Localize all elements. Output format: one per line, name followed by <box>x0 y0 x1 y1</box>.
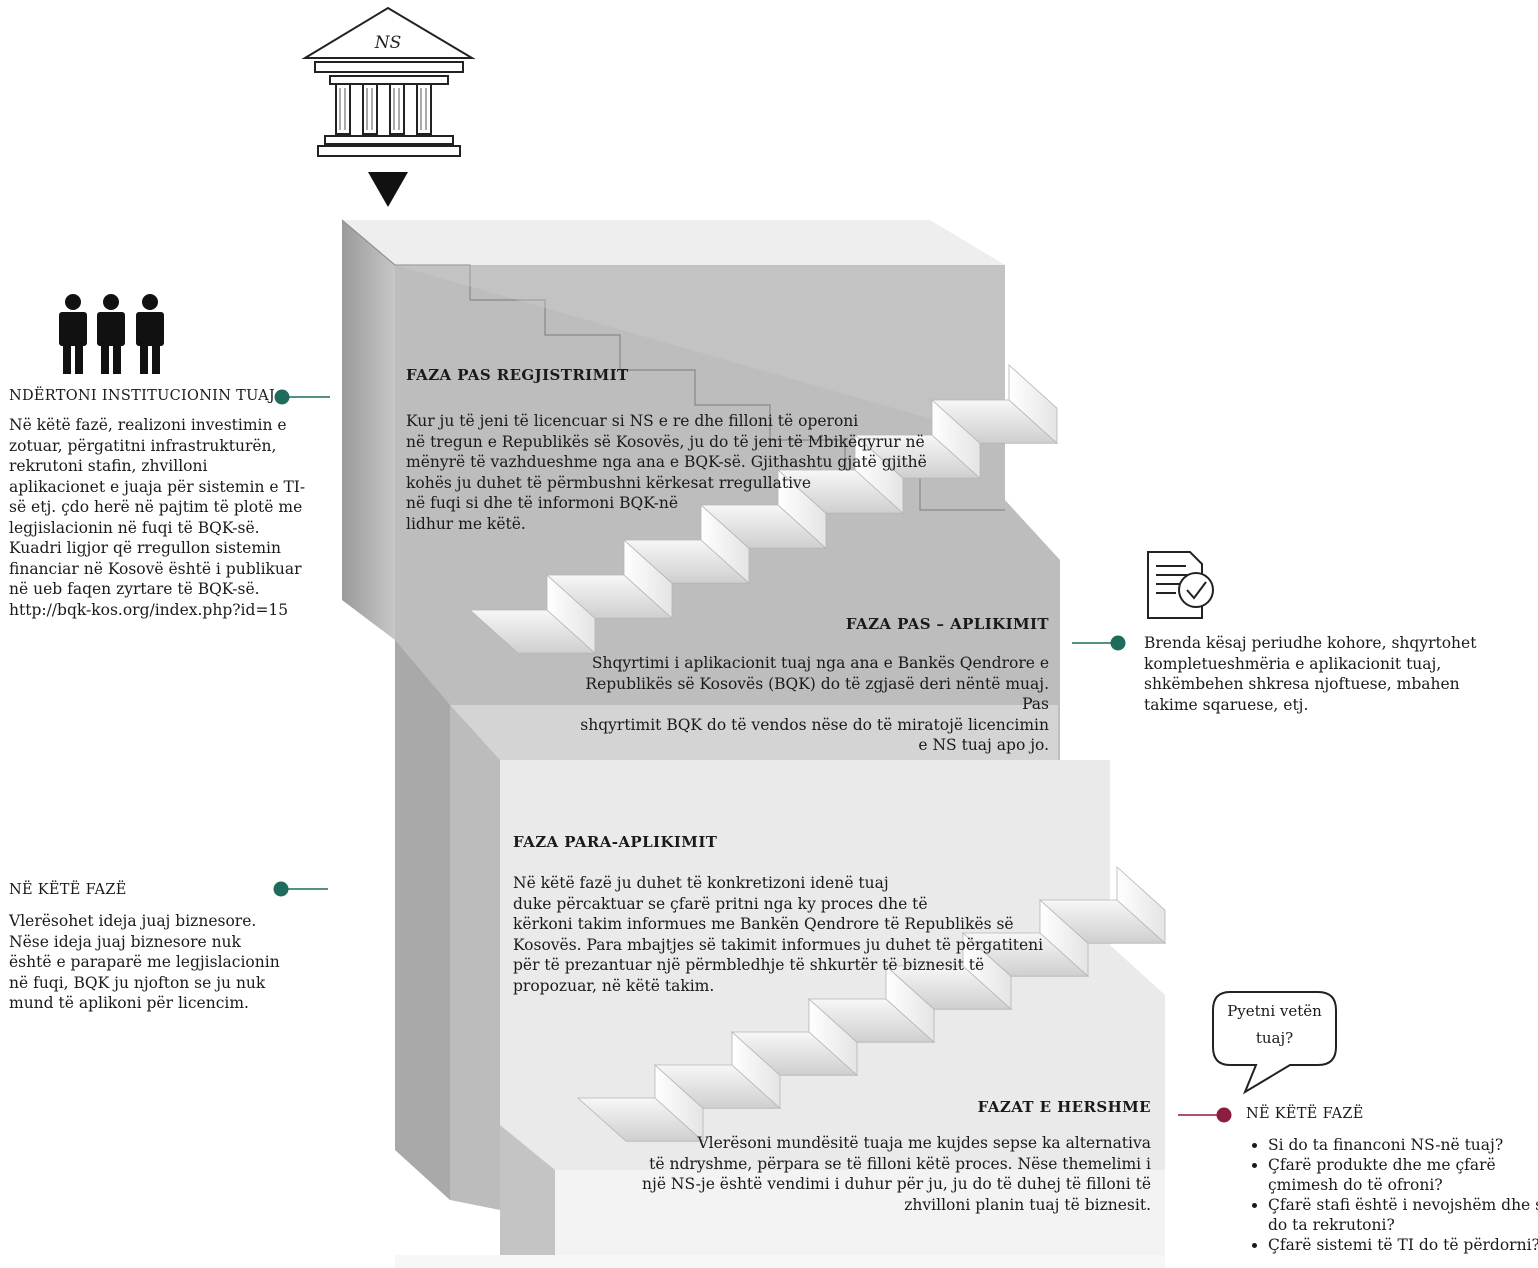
text-line: Vlerësoni mundësitë tuaja me kujdes seps… <box>697 1134 1151 1152</box>
phase-pre-application-title: FAZA PARA-APLIKIMIT <box>513 833 718 851</box>
list-item: Si do ta financoni NS-në tuaj? <box>1268 1135 1538 1155</box>
text-line: Kur ju të jeni të licencuar si NS e re d… <box>406 412 859 430</box>
text-line: Pyetni vetën <box>1227 1002 1322 1020</box>
text-line: Shqyrtimi i aplikacionit tuaj nga ana e … <box>591 654 1049 672</box>
text-line: Në këtë fazë, realizoni investimin e <box>9 416 287 434</box>
text-line: takime sqaruese, etj. <box>1144 695 1309 714</box>
steps-lower <box>576 866 1167 1143</box>
bqk-link-text: http://bqk-kos.org/index.php?id=15 <box>9 600 289 619</box>
text-line: propozuar, në këtë takim. <box>513 976 715 995</box>
list-item: Çfarë sistemi të TI do të përdorni? <box>1268 1235 1538 1255</box>
text-line: kompletueshmëria e aplikacionit tuaj, <box>1144 654 1442 673</box>
document-check-icon <box>1147 551 1214 619</box>
stair-block-front <box>500 1125 1165 1258</box>
phase-early-text: Vlerësoni mundësitë tuaja me kujdes seps… <box>620 1133 1151 1215</box>
build-institution-text: Në këtë fazë, realizoni investimin e zot… <box>9 415 309 620</box>
text-line: rekrutoni stafin, zhvilloni <box>9 457 208 475</box>
phase-post-application-text: Shqyrtimi i aplikacionit tuaj nga ana e … <box>560 653 1049 756</box>
text-line: mund të aplikoni për licencim. <box>9 994 249 1012</box>
steps-upper <box>468 364 1059 655</box>
text-line: në tregun e Republikës së Kosovës, ju do… <box>406 432 925 451</box>
floor-shadow <box>395 1255 1165 1268</box>
people-icon <box>59 294 164 374</box>
text-line: duke përcaktuar se çfarë pritni nga ky p… <box>513 894 928 913</box>
text-line: në fuqi si dhe të informoni BQK-në <box>406 494 679 512</box>
bank-label: NS <box>374 33 402 53</box>
text-line: Në këtë fazë ju duhet të konkretizoni id… <box>513 874 889 892</box>
this-phase-left-text: Vlerësohet ideja juaj biznesore. Nëse id… <box>9 911 299 1014</box>
text-line: lidhur me këtë. <box>406 514 526 533</box>
connector-left-bottom <box>273 881 328 897</box>
text-line: kohës ju duhet të përmbushni kërkesat rr… <box>406 473 811 492</box>
text-line: mënyrë të vazhdueshme nga ana e BQK-së. … <box>406 453 927 471</box>
bank-building-icon <box>301 6 476 157</box>
text-line: kërkoni takim informues me Bankën Qendro… <box>513 915 1014 933</box>
text-line: për të prezantuar një përmbledhje të shk… <box>513 956 985 974</box>
build-institution-title: NDËRTONI INSTITUCIONIN TUAJ <box>9 388 276 404</box>
text-line: tuaj? <box>1255 1029 1294 1047</box>
text-line: në ueb faqen zyrtare të BQK-së. <box>9 580 260 598</box>
text-line: Kosovës. Para mbajtjes së takimit inform… <box>513 935 1044 954</box>
text-line: aplikacionet e juaja për sistemin e TI- <box>9 477 306 496</box>
phase-post-registration-title: FAZA PAS REGJISTRIMIT <box>406 366 629 384</box>
text-line: një NS-je është vendimi i duhur për ju, … <box>642 1175 1151 1193</box>
this-phase-left-title: NË KËTË FAZË <box>9 882 127 898</box>
text-line: Republikës së Kosovës (BQK) do të zgjasë… <box>585 674 1049 714</box>
speech-bubble-text: Pyetni vetën tuaj? <box>1213 998 1336 1052</box>
text-line: financiar në Kosovë është i publikuar <box>9 559 302 578</box>
this-phase-right-title: NË KËTË FAZË <box>1246 1106 1364 1122</box>
text-line: zhvilloni planin tuaj të biznesit. <box>904 1195 1151 1214</box>
text-line: në fuqi, BQK ju njofton se ju nuk <box>9 973 266 992</box>
text-line: së etj. çdo herë në pajtim të plotë me <box>9 498 303 516</box>
phase-pre-application-text: Në këtë fazë ju duhet të konkretizoni id… <box>513 873 1073 996</box>
questions-list: Si do ta financoni NS-në tuaj? Çfarë pro… <box>1246 1135 1538 1255</box>
text-line: legjislacionin në fuqi të BQK-së. <box>9 518 260 537</box>
text-line: zotuar, përgatitni infrastrukturën, <box>9 436 277 455</box>
text-line: Kuadri ligjor që rregullon sistemin <box>9 539 281 557</box>
text-line: është e paraparë me legjislacionin <box>9 953 280 971</box>
speech-bubble-icon <box>1212 991 1337 1095</box>
list-item: Çfarë stafi është i nevojshëm dhe si do … <box>1268 1195 1538 1235</box>
connector-left-top <box>274 389 330 405</box>
connector-right-bottom <box>1178 1107 1232 1123</box>
connector-right-mid <box>1072 635 1126 651</box>
text-line: të ndryshme, përpara se të filloni këtë … <box>649 1154 1151 1173</box>
phase-post-application-title: FAZA PAS – APLIKIMIT <box>845 615 1049 633</box>
down-arrow-icon <box>368 172 408 207</box>
phase-early-title: FAZAT E HERSHME <box>977 1098 1151 1116</box>
review-period-text: Brenda kësaj periudhe kohore, shqyrtohet… <box>1144 633 1524 715</box>
text-line: shqyrtimit BQK do të vendos nëse do të m… <box>580 715 1049 734</box>
phase-post-registration-text: Kur ju të jeni të licencuar si NS e re d… <box>406 411 966 534</box>
text-line: e NS tuaj apo jo. <box>918 736 1049 754</box>
text-line: shkëmbehen shkresa njoftuese, mbahen <box>1144 675 1460 693</box>
text-line: Brenda kësaj periudhe kohore, shqyrtohet <box>1144 634 1477 652</box>
text-line: Nëse ideja juaj biznesore nuk <box>9 932 241 951</box>
text-line: Vlerësohet ideja juaj biznesore. <box>9 912 257 930</box>
list-item: Çfarë produkte dhe me çfarë çmimesh do t… <box>1268 1155 1538 1195</box>
